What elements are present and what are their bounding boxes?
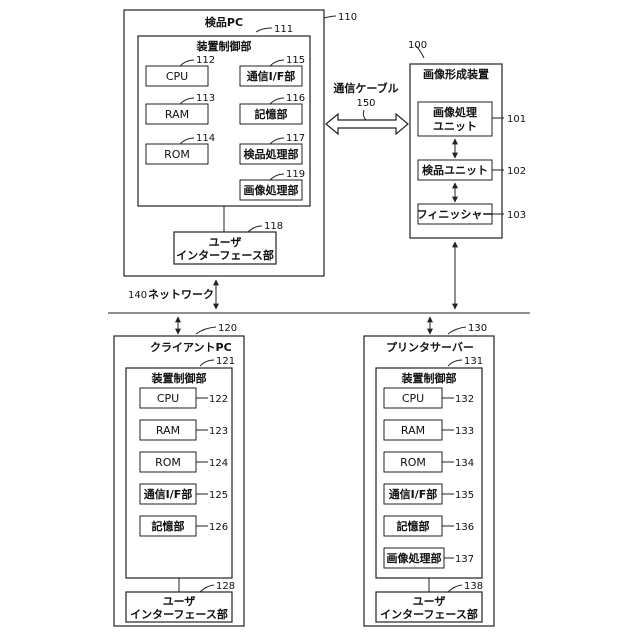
inspection-pc-rom-label: ROM <box>164 148 190 161</box>
print-server-ui-line2: インターフェース部 <box>380 607 478 621</box>
ref-116: 116 <box>286 93 305 104</box>
print-server: プリンタサーバー 130 装置制御部 131 CPU 132 RAM 133 R… <box>364 323 494 626</box>
client-pc-title: クライアントPC <box>150 341 232 354</box>
ref-121: 121 <box>216 356 235 367</box>
leader-110 <box>324 16 336 18</box>
client-pc: クライアントPC 120 装置制御部 121 CPU 122 RAM 123 R… <box>114 323 244 626</box>
ref-140: 140 <box>128 290 147 301</box>
inspection-pc-cpu-label: CPU <box>166 70 188 83</box>
image-proc-unit-line1: 画像処理 <box>433 105 477 119</box>
client-pc-rom-label: ROM <box>155 456 181 469</box>
client-pc-storage-label: 記憶部 <box>152 519 185 533</box>
ref-133: 133 <box>455 426 474 437</box>
inspection-pc-control-unit-title: 装置制御部 <box>196 39 252 53</box>
leader-120 <box>196 327 216 334</box>
ref-124: 124 <box>209 458 228 469</box>
ref-136: 136 <box>455 522 474 533</box>
print-server-cpu-label: CPU <box>402 392 424 405</box>
client-pc-control-unit-title: 装置制御部 <box>151 371 207 385</box>
ref-134: 134 <box>455 458 474 469</box>
print-server-title: プリンタサーバー <box>386 340 474 354</box>
inspection-pc-comm-if-label: 通信I/F部 <box>247 69 296 83</box>
ref-125: 125 <box>209 490 228 501</box>
inspection-pc-inspection-proc-label: 検品処理部 <box>244 147 299 161</box>
ref-113: 113 <box>196 93 215 104</box>
ref-117: 117 <box>286 133 305 144</box>
inspection-unit-label: 検品ユニット <box>422 163 488 177</box>
print-server-storage-label: 記憶部 <box>397 519 430 533</box>
ref-128: 128 <box>216 581 235 592</box>
ref-110: 110 <box>338 12 357 23</box>
ref-119: 119 <box>286 169 305 180</box>
ref-126: 126 <box>209 522 228 533</box>
cable-double-arrow <box>326 114 408 134</box>
print-server-image-proc-label: 画像処理部 <box>387 551 442 565</box>
leader-130 <box>448 327 466 334</box>
client-pc-cpu-label: CPU <box>157 392 179 405</box>
ref-135: 135 <box>455 490 474 501</box>
ref-118: 118 <box>264 221 283 232</box>
ref-102: 102 <box>507 166 526 177</box>
cable-label: 通信ケーブル <box>333 81 398 95</box>
ref-120: 120 <box>218 323 237 334</box>
finisher-label: フィニッシャー <box>417 208 494 221</box>
ref-112: 112 <box>196 55 215 66</box>
ref-101: 101 <box>507 114 526 125</box>
ref-150: 150 <box>356 98 375 109</box>
ref-138: 138 <box>464 581 483 592</box>
client-pc-comm-if-label: 通信I/F部 <box>144 487 193 501</box>
image-proc-unit-line2: ユニット <box>433 120 477 133</box>
inspection-pc-title: 検品PC <box>205 15 243 29</box>
ref-114: 114 <box>196 133 215 144</box>
ref-132: 132 <box>455 394 474 405</box>
client-pc-ui-line1: ユーザ <box>163 595 196 608</box>
ref-100: 100 <box>408 40 427 51</box>
print-server-ram-label: RAM <box>401 424 425 437</box>
inspection-pc-ui-line1: ユーザ <box>209 236 242 249</box>
network-label: ネットワーク <box>148 288 214 301</box>
image-forming-apparatus: 画像形成装置 100 画像処理 ユニット 101 検品ユニット 102 フィニッ… <box>408 40 526 238</box>
inspection-pc: 検品PC 110 装置制御部 111 CPU 112 RAM 113 ROM 1… <box>124 10 357 276</box>
inspection-pc-ui-line2: インターフェース部 <box>176 248 274 262</box>
ref-115: 115 <box>286 55 305 66</box>
inspection-pc-image-proc-label: 画像処理部 <box>244 183 299 197</box>
image-forming-title: 画像形成装置 <box>423 67 489 81</box>
leader-150 <box>363 110 366 120</box>
ref-130: 130 <box>468 323 487 334</box>
client-pc-ui-line2: インターフェース部 <box>130 607 228 621</box>
communication-cable: 通信ケーブル 150 <box>326 81 408 134</box>
ref-137: 137 <box>455 554 474 565</box>
ref-122: 122 <box>209 394 228 405</box>
print-server-control-unit-title: 装置制御部 <box>401 371 457 385</box>
ref-103: 103 <box>507 210 526 221</box>
print-server-comm-if-label: 通信I/F部 <box>389 487 438 501</box>
print-server-rom-label: ROM <box>400 456 426 469</box>
print-server-ui-line1: ユーザ <box>413 595 446 608</box>
ref-131: 131 <box>464 356 483 367</box>
inspection-pc-ram-label: RAM <box>165 108 189 121</box>
client-pc-ram-label: RAM <box>156 424 180 437</box>
inspection-pc-storage-label: 記憶部 <box>255 107 288 121</box>
ref-123: 123 <box>209 426 228 437</box>
ref-111: 111 <box>274 24 293 35</box>
